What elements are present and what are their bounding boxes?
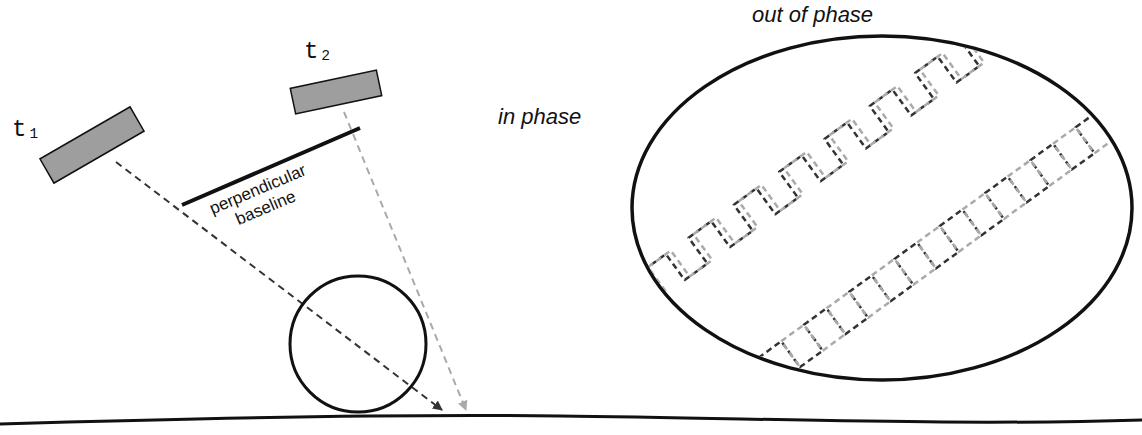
radar-ray (344, 112, 466, 410)
phase-wave (732, 61, 1142, 416)
ground-line (0, 415, 1142, 424)
phase-label: in phase (498, 104, 581, 130)
phase-wave (644, 0, 1065, 309)
phase-wave (639, 0, 1060, 313)
satellite-label: t₂ (304, 38, 333, 65)
satellite-label: t₁ (12, 116, 41, 143)
phase-label: out of phase (752, 2, 873, 28)
satellite-t2 (290, 70, 381, 114)
zoom-circle (632, 36, 1132, 380)
zoom-circle (290, 276, 426, 412)
